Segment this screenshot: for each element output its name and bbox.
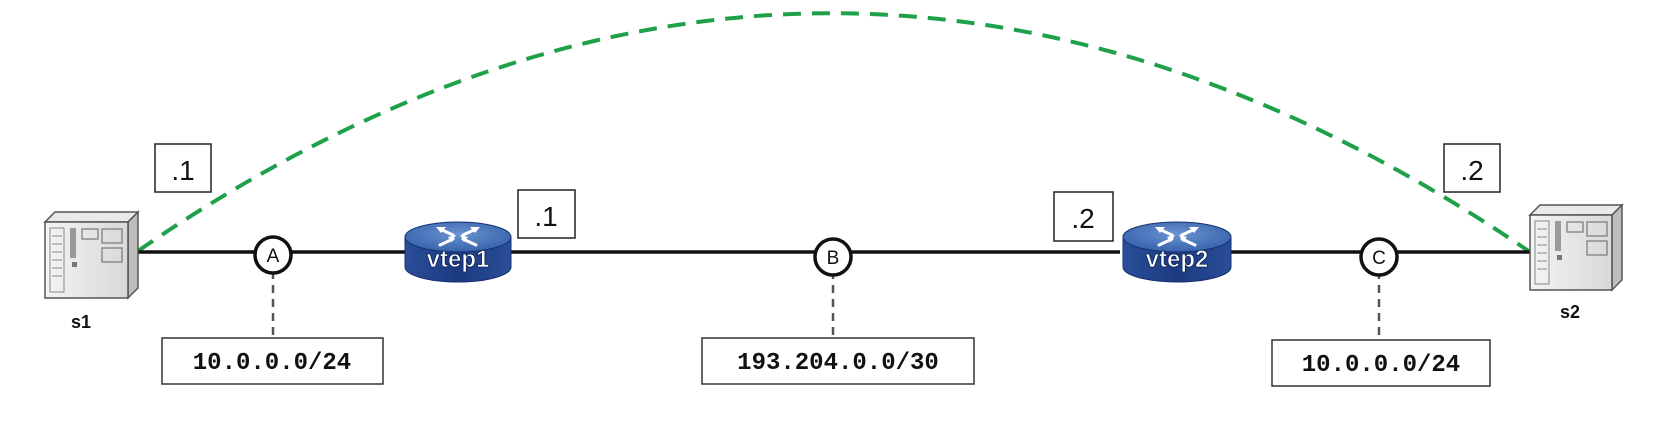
router-label: vtep2 bbox=[1146, 246, 1209, 273]
server-icon bbox=[1528, 203, 1624, 292]
vtep2-address: .2 bbox=[1071, 203, 1094, 234]
subnet-c-box: 10.0.0.0/24 bbox=[1271, 339, 1491, 387]
host-label: s1 bbox=[71, 312, 91, 332]
collision-domain-c: C bbox=[1359, 237, 1399, 277]
router-label: vtep1 bbox=[427, 246, 490, 273]
subnet-b-box: 193.204.0.0/30 bbox=[701, 337, 975, 385]
subnet-c-label: 10.0.0.0/24 bbox=[1302, 352, 1460, 379]
subnet-a-label: 10.0.0.0/24 bbox=[193, 350, 351, 377]
collision-domain-b: B bbox=[813, 237, 853, 277]
collision-domain-a: A bbox=[253, 235, 293, 275]
host-s1: s1 bbox=[43, 210, 140, 332]
collision-domain-label: C bbox=[1372, 248, 1386, 269]
vtep2-address-box: .2 bbox=[1053, 191, 1114, 242]
s1-address-box: .1 bbox=[154, 143, 212, 193]
subnet-a-box: 10.0.0.0/24 bbox=[161, 337, 384, 385]
s1-address: .1 bbox=[171, 155, 194, 186]
host-label: s2 bbox=[1560, 302, 1580, 322]
host-s2: s2 bbox=[1528, 203, 1624, 322]
vtep1-address-box: .1 bbox=[517, 189, 576, 239]
s2-address-box: .2 bbox=[1443, 143, 1501, 193]
router-vtep2: vtep2 bbox=[1122, 221, 1232, 283]
router-vtep1: vtep1 bbox=[404, 221, 512, 283]
vtep1-address: .1 bbox=[534, 201, 557, 232]
collision-domain-label: B bbox=[827, 248, 840, 269]
router-icon bbox=[404, 221, 512, 283]
vxlan-tunnel-arc bbox=[136, 11, 1532, 254]
server-icon bbox=[43, 210, 140, 300]
collision-domain-label: A bbox=[267, 246, 280, 267]
router-icon bbox=[1122, 221, 1232, 283]
subnet-b-label: 193.204.0.0/30 bbox=[737, 350, 939, 377]
s2-address: .2 bbox=[1460, 155, 1483, 186]
